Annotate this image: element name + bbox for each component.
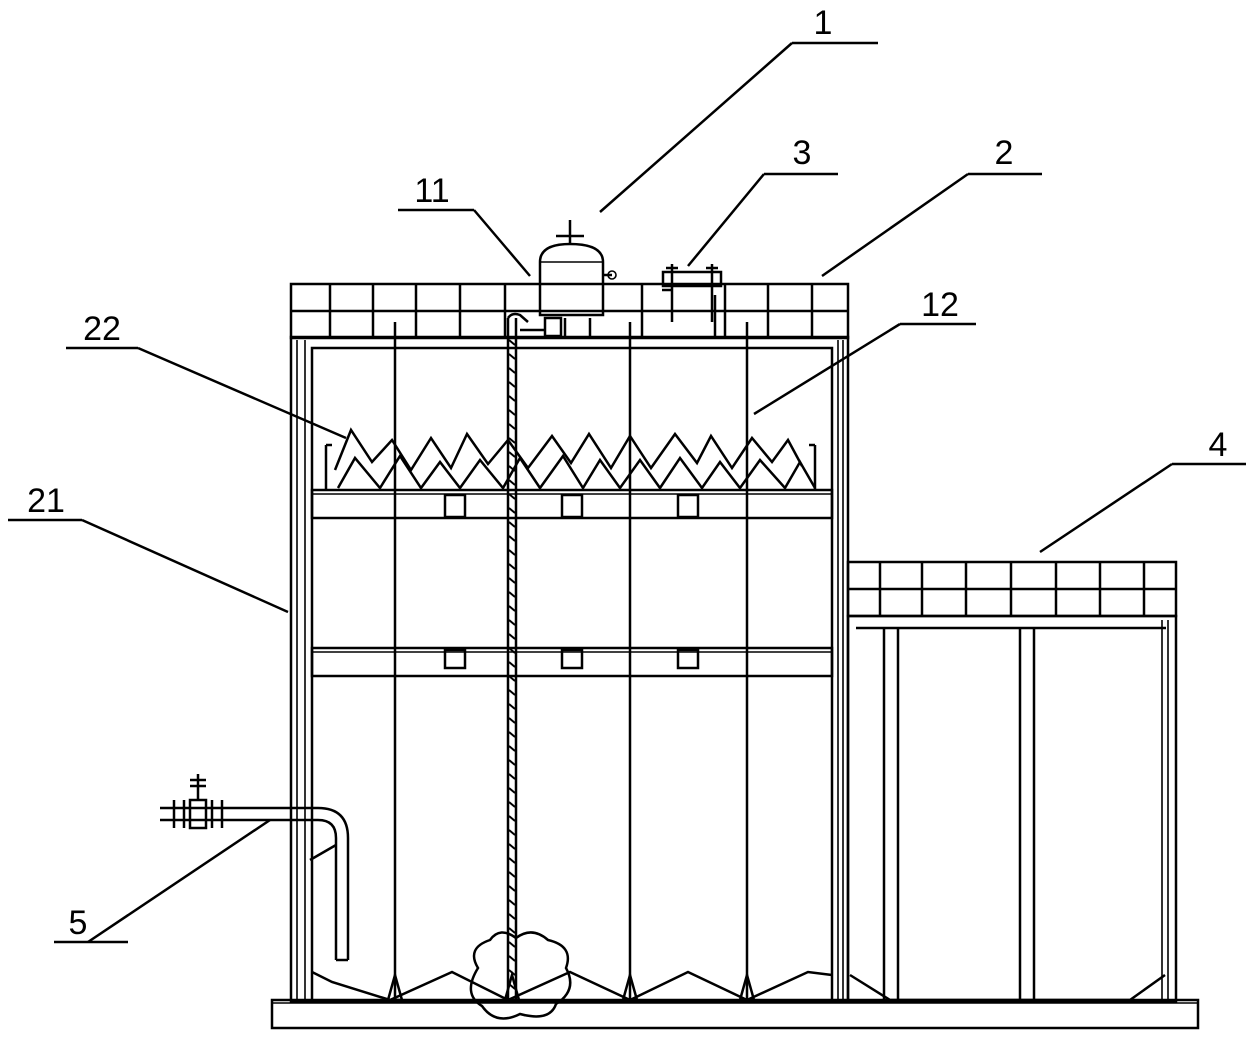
- callout-22: 22: [83, 310, 121, 348]
- chain-link: [508, 423, 516, 430]
- chain-link: [508, 451, 516, 458]
- chain-link: [508, 409, 516, 416]
- chain-link: [508, 927, 516, 934]
- side-tank: [846, 560, 1178, 1004]
- chain-link: [508, 535, 516, 542]
- bottom-hopper: [311, 970, 833, 1002]
- chain-link: [508, 437, 516, 444]
- callout-12: 12: [921, 286, 959, 324]
- callout-1: 1: [814, 4, 833, 42]
- chain-link: [508, 563, 516, 570]
- chain-link: [508, 829, 516, 836]
- chain-link: [508, 493, 516, 500]
- shaft-chain: [508, 339, 516, 990]
- chain-link: [508, 661, 516, 668]
- base-plate: [270, 998, 1200, 1030]
- callout-21: 21: [27, 482, 65, 520]
- chain-link: [508, 619, 516, 626]
- main-tank: [289, 335, 850, 1004]
- chain-link: [508, 577, 516, 584]
- zigzag-media: [324, 427, 817, 491]
- upper-beam: [310, 488, 834, 520]
- chain-link: [508, 913, 516, 920]
- chain-link: [508, 815, 516, 822]
- chain-link: [508, 521, 516, 528]
- chain-link: [508, 941, 516, 948]
- cloud-mark: [469, 931, 572, 1020]
- chain-link: [508, 689, 516, 696]
- main-cover-grid: [289, 282, 850, 340]
- chain-link: [508, 507, 516, 514]
- inlet-pipe: [160, 774, 350, 962]
- chain-link: [508, 885, 516, 892]
- dome-device: [520, 220, 617, 338]
- chain-link: [508, 759, 516, 766]
- chain-link: [508, 353, 516, 360]
- chain-link: [508, 381, 516, 388]
- callout-4: 4: [1209, 426, 1228, 464]
- chain-link: [508, 787, 516, 794]
- leader-lines: [8, 41, 1246, 944]
- lower-beam: [310, 646, 834, 678]
- chain-link: [508, 899, 516, 906]
- chain-link: [508, 843, 516, 850]
- chain-link: [508, 773, 516, 780]
- chain-link: [508, 591, 516, 598]
- callout-2: 2: [995, 134, 1014, 172]
- chain-link: [508, 395, 516, 402]
- callout-5: 5: [69, 904, 88, 942]
- chain-link: [508, 703, 516, 710]
- callout-11: 11: [414, 172, 449, 210]
- chain-link: [508, 479, 516, 486]
- chain-link: [508, 367, 516, 374]
- vertical-rods: [393, 312, 749, 1000]
- chain-link: [508, 871, 516, 878]
- chain-link: [508, 745, 516, 752]
- chain-link: [508, 339, 516, 346]
- chain-link: [508, 605, 516, 612]
- chain-link: [508, 717, 516, 724]
- valve-assembly: [661, 264, 723, 338]
- chain-link: [508, 633, 516, 640]
- chain-link: [508, 955, 516, 962]
- callout-3: 3: [793, 134, 812, 172]
- chain-link: [508, 857, 516, 864]
- chain-link: [508, 801, 516, 808]
- chain-link: [508, 731, 516, 738]
- chain-link: [508, 549, 516, 556]
